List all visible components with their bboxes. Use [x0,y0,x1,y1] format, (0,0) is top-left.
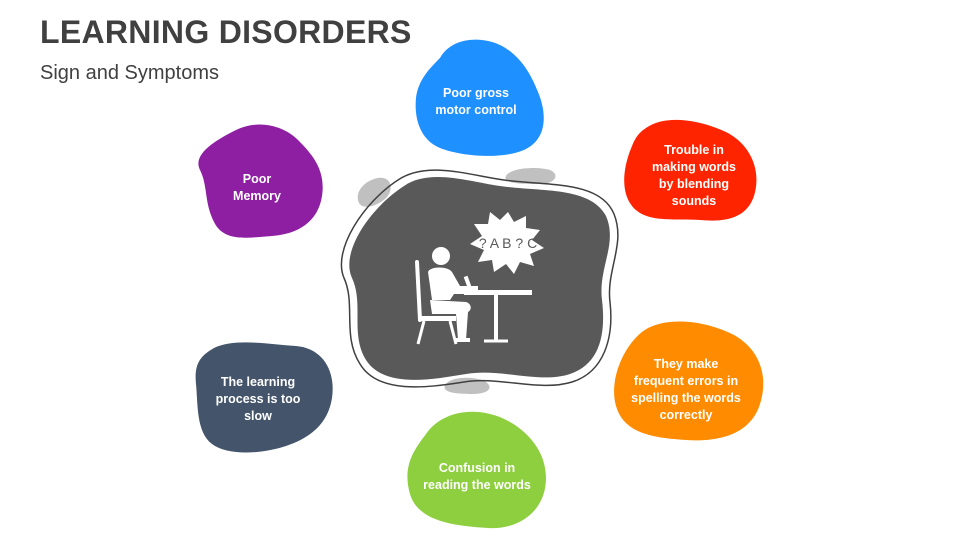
blob-poor-memory [198,124,323,238]
student-at-desk-icon [415,247,532,345]
decor-blob-left [357,177,391,207]
center-blob-outline [340,169,619,388]
blob-trouble-blending [624,119,757,221]
thought-letters: ? A B ? C [479,235,537,251]
decor-blob-top [505,168,556,184]
label-slow-learning: The learning process is too slow [215,374,301,423]
center-blob [349,177,610,380]
label-spelling-errors: They make frequent errors in spelling th… [631,357,741,422]
decor-blob-bottom [444,377,490,394]
blob-confusion-reading [407,411,546,529]
label-confusion-reading: Confusion in reading the words [423,461,531,492]
blob-poor-gross-motor [415,39,544,156]
label-trouble-blending: Trouble in making words by blending soun… [651,143,737,208]
label-poor-gross-motor: Poor gross motor control [435,86,517,117]
page-title: LEARNING DISORDERS [40,14,412,50]
page-subtitle: Sign and Symptoms [40,62,219,84]
blob-slow-learning [195,342,333,453]
label-poor-memory: Poor Memory [233,172,281,203]
blob-spelling-errors [614,321,764,441]
thought-burst [470,212,544,274]
